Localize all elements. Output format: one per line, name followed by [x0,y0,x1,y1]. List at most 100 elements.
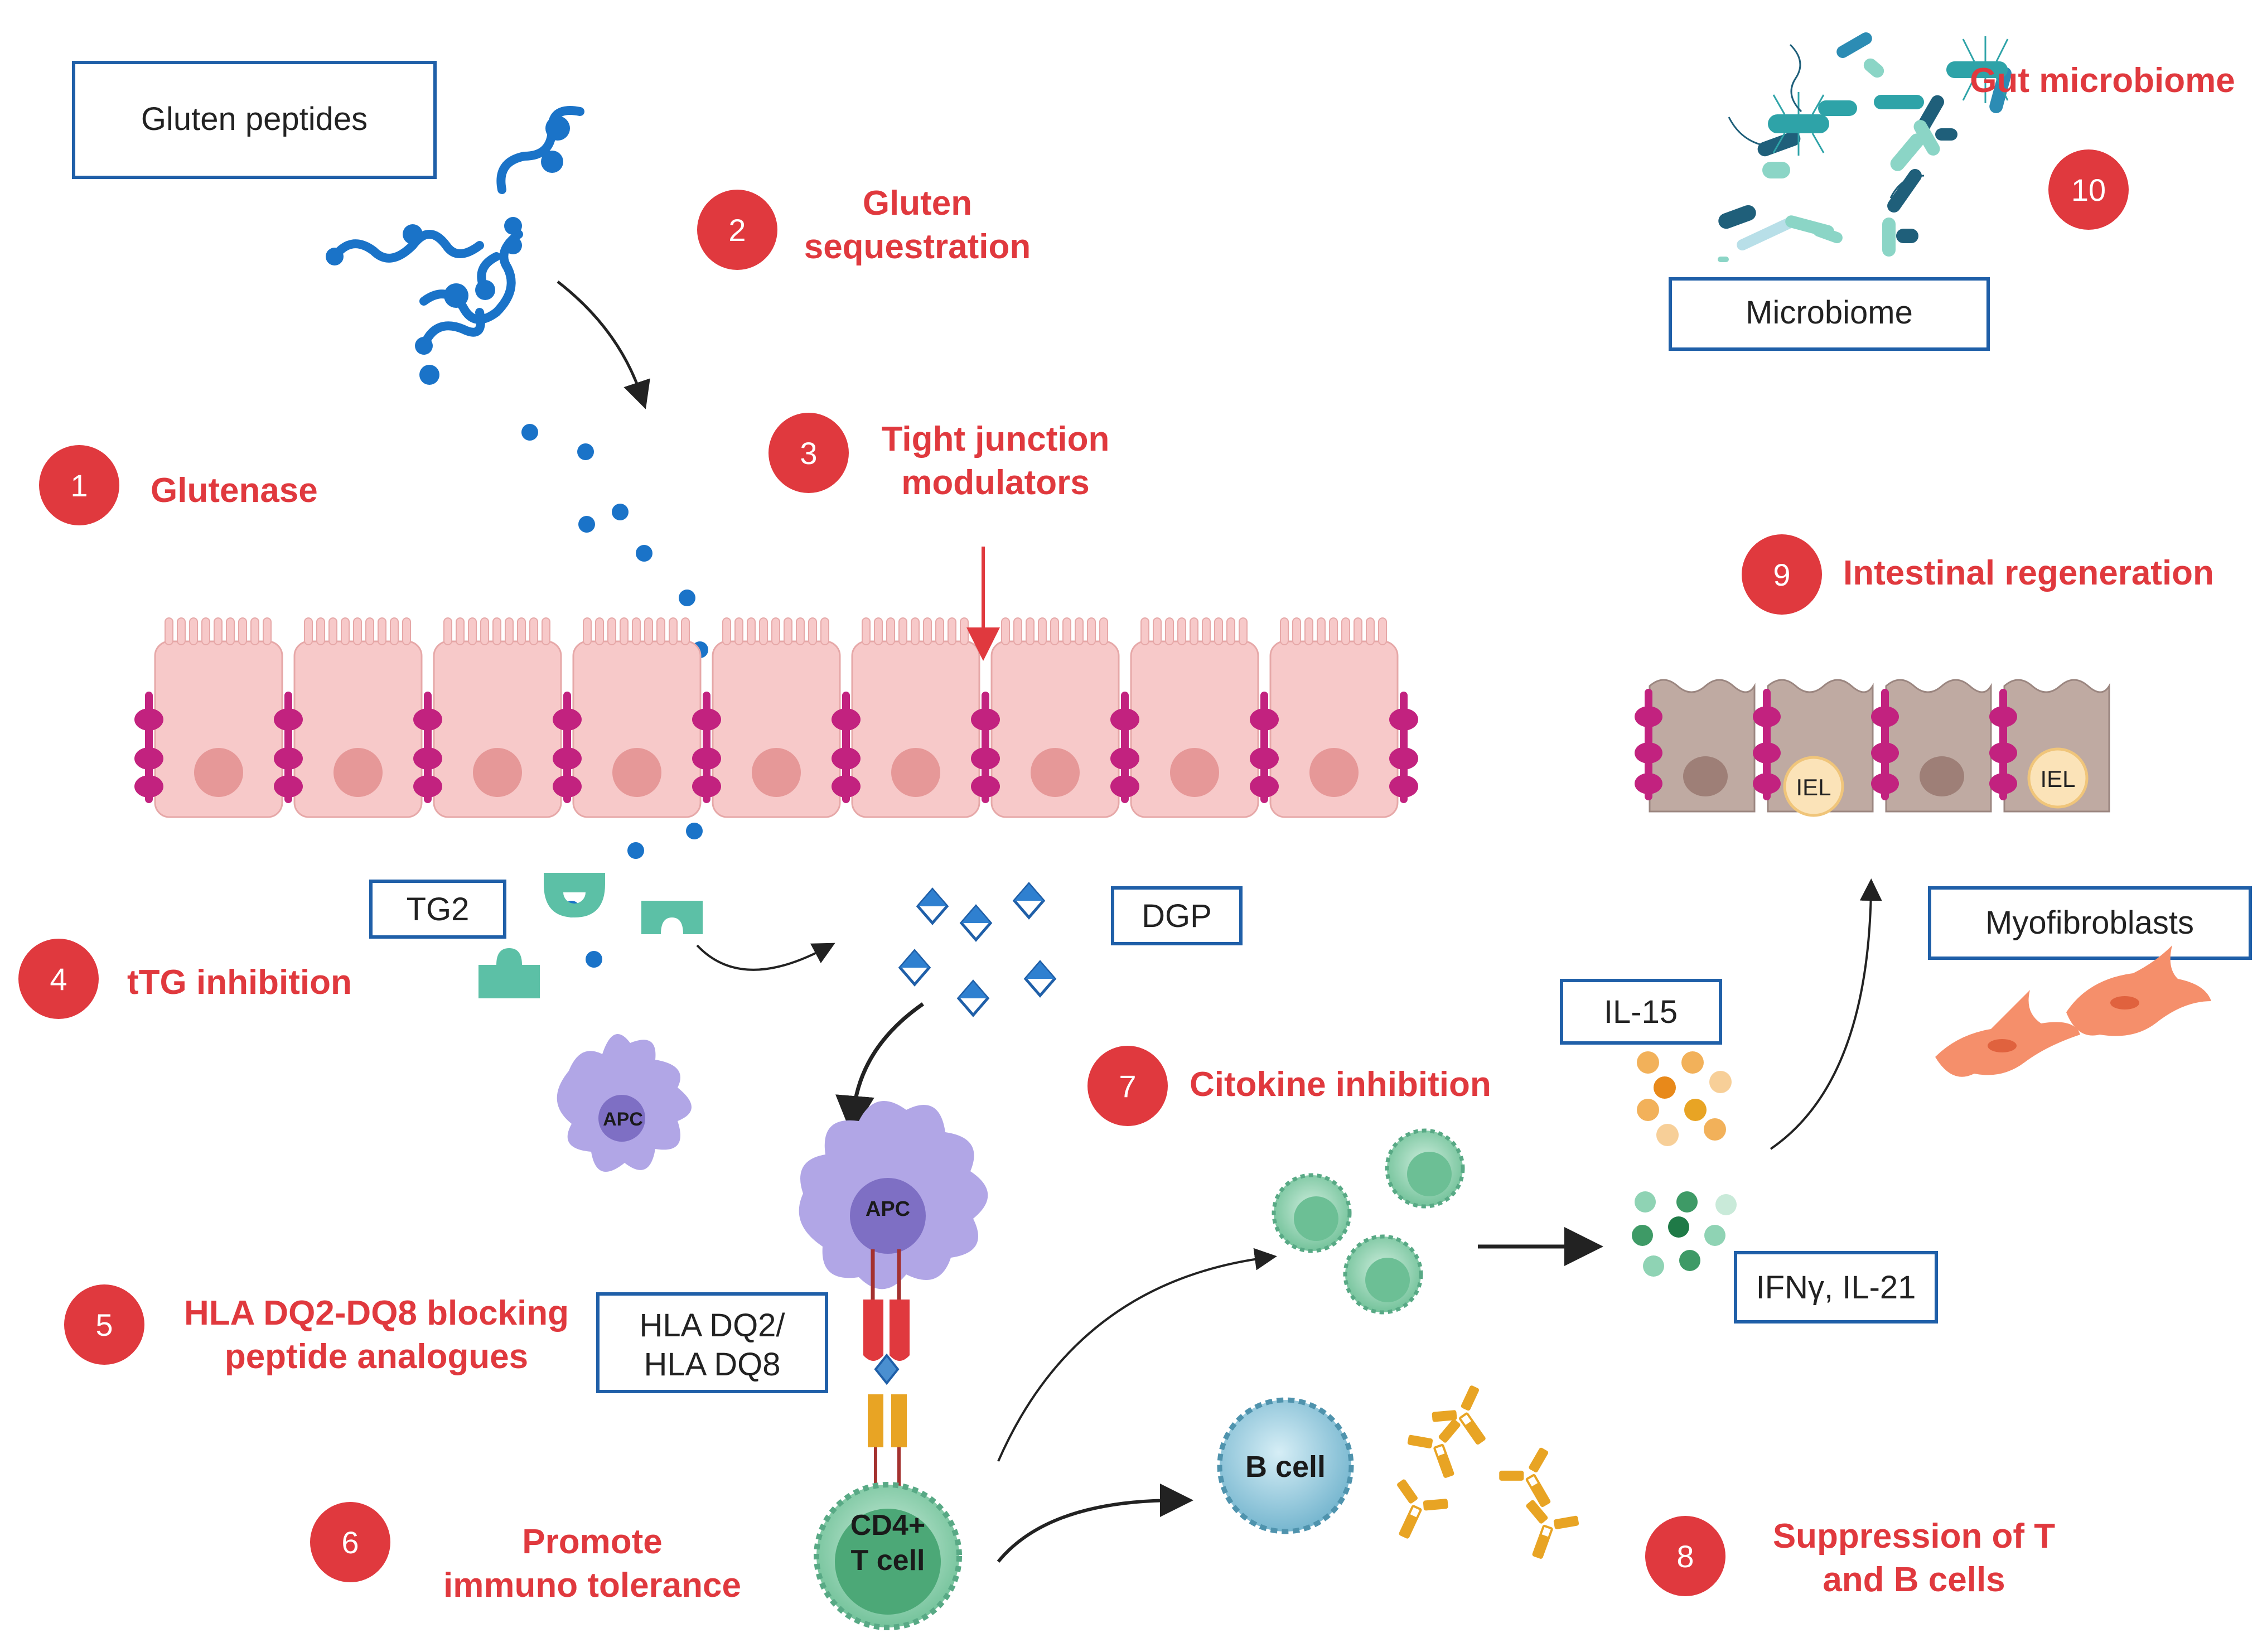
antibody [1526,1500,1579,1559]
step-3-badge [768,413,849,493]
effector-t-cells [1272,1128,1465,1315]
step-5-label-line1: HLA DQ2-DQ8 blocking [184,1294,569,1332]
antibody [1397,1479,1448,1539]
effector-t-cell [1343,1234,1423,1315]
step-6-label-line1: Promote [522,1523,662,1561]
epithelial-cell [990,617,1120,818]
dgp-label: DGP [1142,898,1212,934]
ifn-il21-box: IFNγ, IL-21 [1734,1251,1938,1323]
step-5-badge [64,1284,144,1365]
tight-junction [692,692,721,803]
antibody-y-icon [1397,1385,1579,1559]
step-1-badge [39,445,119,525]
step-4-label-line1: tTG inhibition [127,963,352,1002]
step-8-label-line1: Suppression of T [1773,1517,2055,1556]
tcell-label-line1: CD4+ [850,1509,925,1542]
gluten-flow-arrow [557,281,650,409]
tight-junction [134,692,163,803]
step-5-number: 5 [95,1307,113,1342]
il15-box: IL-15 [1560,979,1722,1045]
il15-cytokine-dot [1681,1051,1704,1074]
hla-mhc-complex [863,1249,910,1385]
step-3-label-line1: Tight junction [882,420,1110,458]
apc-small-cell: APC [557,1034,692,1172]
myofibroblasts-label: Myofibroblasts [1985,905,2194,941]
step-7-label-line1: Citokine inhibition [1190,1065,1491,1104]
step-6-badge [310,1502,390,1582]
step-4-badge [18,939,99,1019]
ifn-cytokine-cluster-icon [1632,1191,1737,1277]
tight-junction [553,692,582,803]
ifn-cytokine-dot [1704,1225,1725,1246]
ifn-cytokine-dot [1635,1191,1656,1213]
gluten-peptides-box: Gluten peptides [72,61,437,179]
il15-cytokine-dot [1637,1051,1659,1074]
tcell-to-effector-arrow [997,1248,1277,1462]
step-5-label-line2: peptide analogues [225,1337,528,1376]
step-10-number: 10 [2071,172,2106,207]
step-10-label-line1: Gut microbiome [1970,61,2235,100]
tight-junction [971,692,1000,803]
regenerated-cell [1649,679,1756,813]
hla-box: HLA DQ2/ HLA DQ8 [596,1292,828,1393]
step-2-label-line2: sequestration [804,228,1031,266]
iel-cell-2-label: IEL [2040,766,2075,792]
tcr-receptor [868,1394,907,1495]
tg2-enzyme-icon [478,873,703,998]
tight-junction [1110,692,1139,803]
step-9-label-line1: Intestinal regeneration [1843,554,2214,592]
step-9-badge [1742,534,1822,615]
il15-label: IL-15 [1604,994,1678,1030]
epithelial-cell [572,617,702,818]
step-2-badge [697,190,777,270]
step-9-number: 9 [1773,557,1790,592]
step-3-number: 3 [800,436,817,471]
b-cell: B cell [1217,1397,1354,1534]
step-5: 5 HLA DQ2-DQ8 blocking peptide analogues [64,1284,569,1376]
step-6-label-line2: immuno tolerance [443,1566,741,1605]
regenerated-cell [1885,679,1992,813]
microbiome-box: Microbiome [1669,277,1990,351]
step-3-label-line2: modulators [901,463,1090,502]
gluten-peptides-label: Gluten peptides [141,101,368,137]
epithelial-cell [1269,617,1399,818]
tg2-label: TG2 [407,891,470,928]
tight-junction [1389,692,1418,803]
bacteria-cluster-icon [1718,32,2012,262]
epithelial-cell [154,617,283,818]
apc-large-label: APC [866,1197,910,1221]
step-6-number: 6 [341,1525,359,1560]
dgp-diamond [898,949,931,987]
il15-cytokine-dot [1654,1076,1676,1099]
tight-junction [832,692,861,803]
il15-cytokine-dot [1656,1124,1679,1146]
antibody [1499,1447,1551,1508]
microbiome-label: Microbiome [1746,294,1913,331]
apc-small-label: APC [603,1109,643,1130]
step-10-badge [2048,149,2129,230]
intestinal-epithelium [134,617,1418,818]
ifn-il21-label: IFNγ, IL-21 [1756,1269,1916,1306]
tg2-box: TG2 [369,880,506,939]
dgp-diamond [916,887,949,925]
hla-label-line2: HLA DQ8 [644,1346,781,1383]
ifn-cytokine-dot [1632,1225,1653,1246]
epithelial-cell [293,617,423,818]
dgp-diamond [1012,882,1046,920]
gluten-peptide-beads [326,116,570,385]
apc-large-cell: APC [799,1101,988,1289]
il15-cytokine-dot [1637,1099,1659,1121]
step-6: 6 Promote immuno tolerance [310,1502,741,1605]
dgp-to-apc-arrow [835,1002,924,1135]
tight-junction [1871,689,1899,800]
step-8-badge [1645,1516,1725,1596]
step-8-number: 8 [1676,1539,1694,1574]
il15-cytokine-dot [1709,1071,1732,1093]
ifn-cytokine-dot [1715,1194,1737,1215]
step-9: 9 Intestinal regeneration [1742,534,2214,615]
